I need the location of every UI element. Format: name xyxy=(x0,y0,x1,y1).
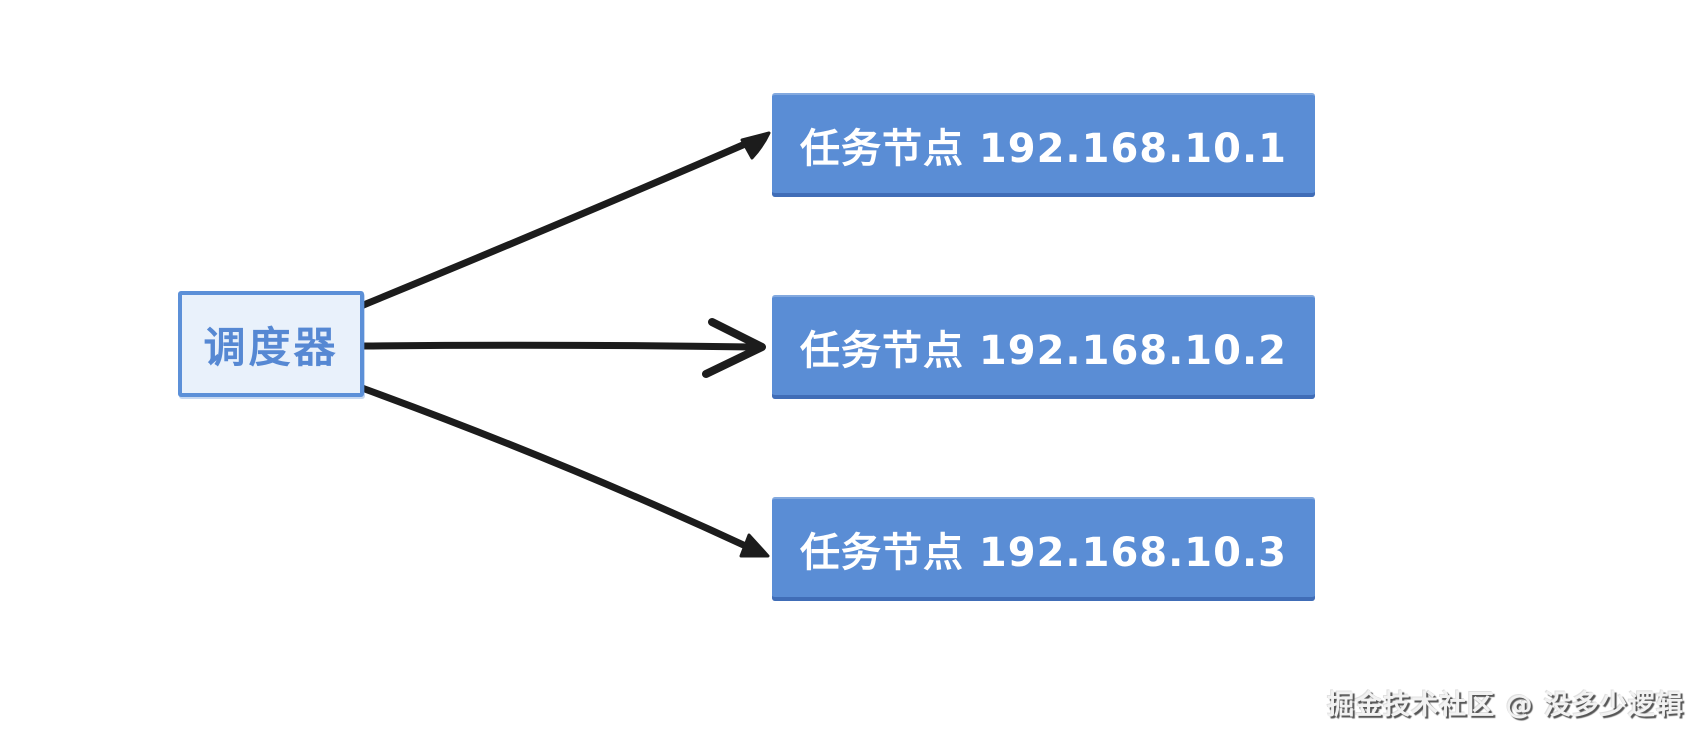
task-node-1-label: 任务节点 192.168.10.1 xyxy=(800,126,1287,172)
arrow-to-node-3 xyxy=(358,384,770,558)
scheduler-node: 调度器 xyxy=(178,291,364,397)
task-node-2-label: 任务节点 192.168.10.2 xyxy=(800,328,1287,374)
arrow-to-node-2 xyxy=(359,318,766,378)
scheduler-label: 调度器 xyxy=(203,322,339,372)
arrow-to-node-1 xyxy=(357,131,771,310)
task-node-3-label: 任务节点 192.168.10.3 xyxy=(800,530,1287,576)
task-node-3: 任务节点 192.168.10.3 xyxy=(772,497,1315,601)
task-node-2: 任务节点 192.168.10.2 xyxy=(772,295,1315,399)
watermark: 掘金技术社区 @ 没多少逻辑 xyxy=(1327,690,1684,721)
task-node-1: 任务节点 192.168.10.1 xyxy=(772,93,1315,197)
